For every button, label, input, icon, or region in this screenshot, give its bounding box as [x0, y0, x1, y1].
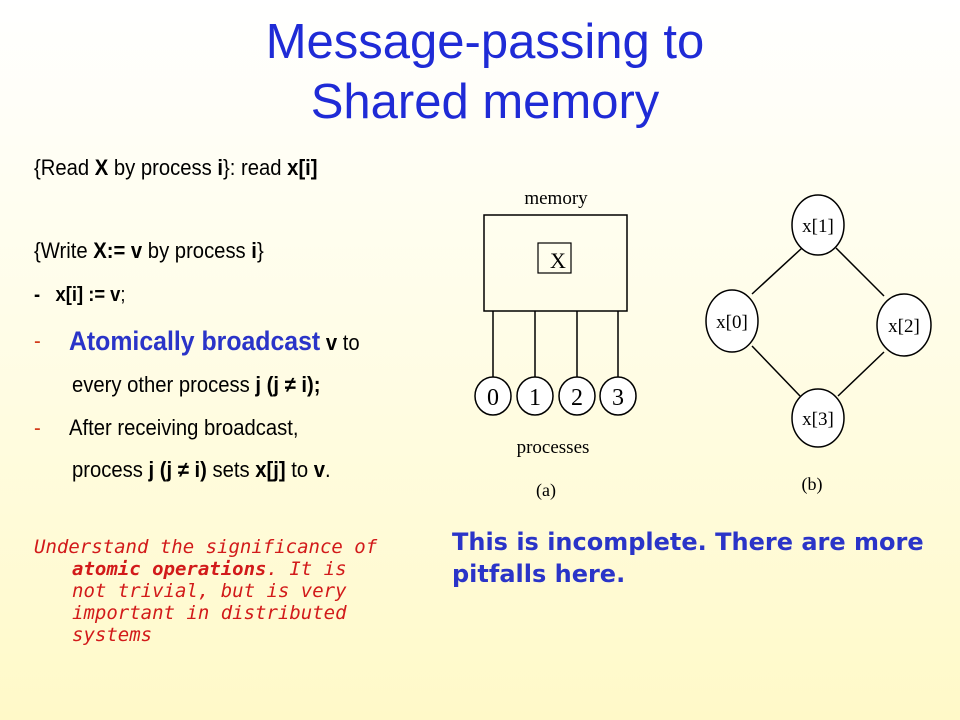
ring-node [705, 289, 759, 353]
read-line: {Read X by process i}: read x[i] [34, 154, 318, 182]
ring-edge [835, 247, 885, 297]
note-line-2: atomic operations. It is [34, 558, 434, 580]
title-line-1: Message-passing to [265, 15, 705, 69]
write-proc: i [251, 238, 257, 263]
write-text-3: } [256, 238, 264, 263]
broadcast-value: v [325, 330, 338, 355]
note-emphasis: atomic operations [72, 558, 267, 580]
note-line-4: important in distributed [72, 602, 347, 624]
note-line-3: not trivial, but is very [72, 580, 347, 602]
read-text-2: by process [108, 155, 218, 180]
after-target: x[j] [255, 457, 286, 482]
assign-line: - x[i] := v; [34, 281, 126, 309]
process-label: 2 [571, 385, 583, 411]
title-line-2: Shared memory [310, 75, 660, 129]
note-line-1: Understand the significance of [34, 536, 378, 558]
read-var: X [94, 155, 109, 180]
variable-box [537, 242, 572, 274]
after-text-3: sets [206, 457, 256, 482]
process-label: 0 [487, 385, 499, 411]
assign-semicolon: ; [120, 284, 126, 306]
caption-a: (a) [536, 480, 556, 501]
write-text-2: by process [142, 238, 252, 263]
processes-label: processes [517, 437, 590, 458]
process-label: 1 [529, 385, 541, 411]
assign-code: x[i] := v [55, 284, 121, 306]
after-dash: - [34, 415, 41, 440]
variable-label: X [550, 248, 566, 273]
memory-label: memory [524, 188, 588, 209]
broadcast-condition: j (j ≠ i); [255, 372, 321, 397]
ring-node [876, 293, 932, 357]
ring-node [791, 194, 845, 256]
process-node [516, 376, 554, 416]
caption-b: (b) [802, 474, 823, 495]
broadcast-dash: - [34, 328, 41, 353]
process-node [599, 376, 637, 416]
broadcast-line: - Atomically broadcast v to [34, 324, 360, 360]
broadcast-text-2: every other process [72, 372, 256, 397]
write-text: {Write [34, 238, 94, 263]
process-label: 3 [612, 385, 624, 411]
note-line-5: systems [72, 624, 153, 646]
ring-node-label: x[2] [888, 316, 920, 337]
broadcast-emphasis: Atomically broadcast [68, 326, 321, 356]
ring-node-label: x[0] [716, 312, 748, 333]
read-target: x[i] [287, 155, 318, 180]
significance-note: Understand the significance of atomic op… [34, 536, 434, 646]
incomplete-note: This is incomplete. There are more pitfa… [452, 528, 924, 588]
after-period: . [324, 457, 331, 482]
after-line: - After receiving broadcast, [34, 414, 298, 442]
memory-box [483, 214, 628, 312]
read-text: {Read [34, 155, 95, 180]
after-line-2: process j (j ≠ i) sets x[j] to v. [72, 456, 331, 484]
read-proc: i [217, 155, 224, 180]
ring-node [791, 388, 845, 448]
slide-title: Message-passing to Shared memory [100, 12, 870, 132]
broadcast-text: to [337, 330, 360, 355]
write-assign: X:= v [93, 238, 143, 263]
ring-edge [751, 345, 801, 397]
after-value: v [313, 457, 325, 482]
process-node [558, 376, 596, 416]
broadcast-line-2: every other process j (j ≠ i); [72, 371, 320, 399]
assign-dash: - [34, 284, 41, 306]
note-text: . It is [266, 558, 347, 580]
after-text: After receiving broadcast, [68, 415, 299, 440]
ring-edge [837, 351, 885, 397]
ring-node-label: x[3] [802, 409, 834, 430]
ring-edge [751, 247, 803, 295]
write-line: {Write X:= v by process i} [34, 237, 264, 265]
ring-node-label: x[1] [802, 216, 834, 237]
process-node [474, 376, 512, 416]
after-text-4: to [285, 457, 314, 482]
after-text-2: process [72, 457, 149, 482]
read-text-3: }: read [223, 155, 288, 180]
after-condition: j (j ≠ i) [148, 457, 207, 482]
